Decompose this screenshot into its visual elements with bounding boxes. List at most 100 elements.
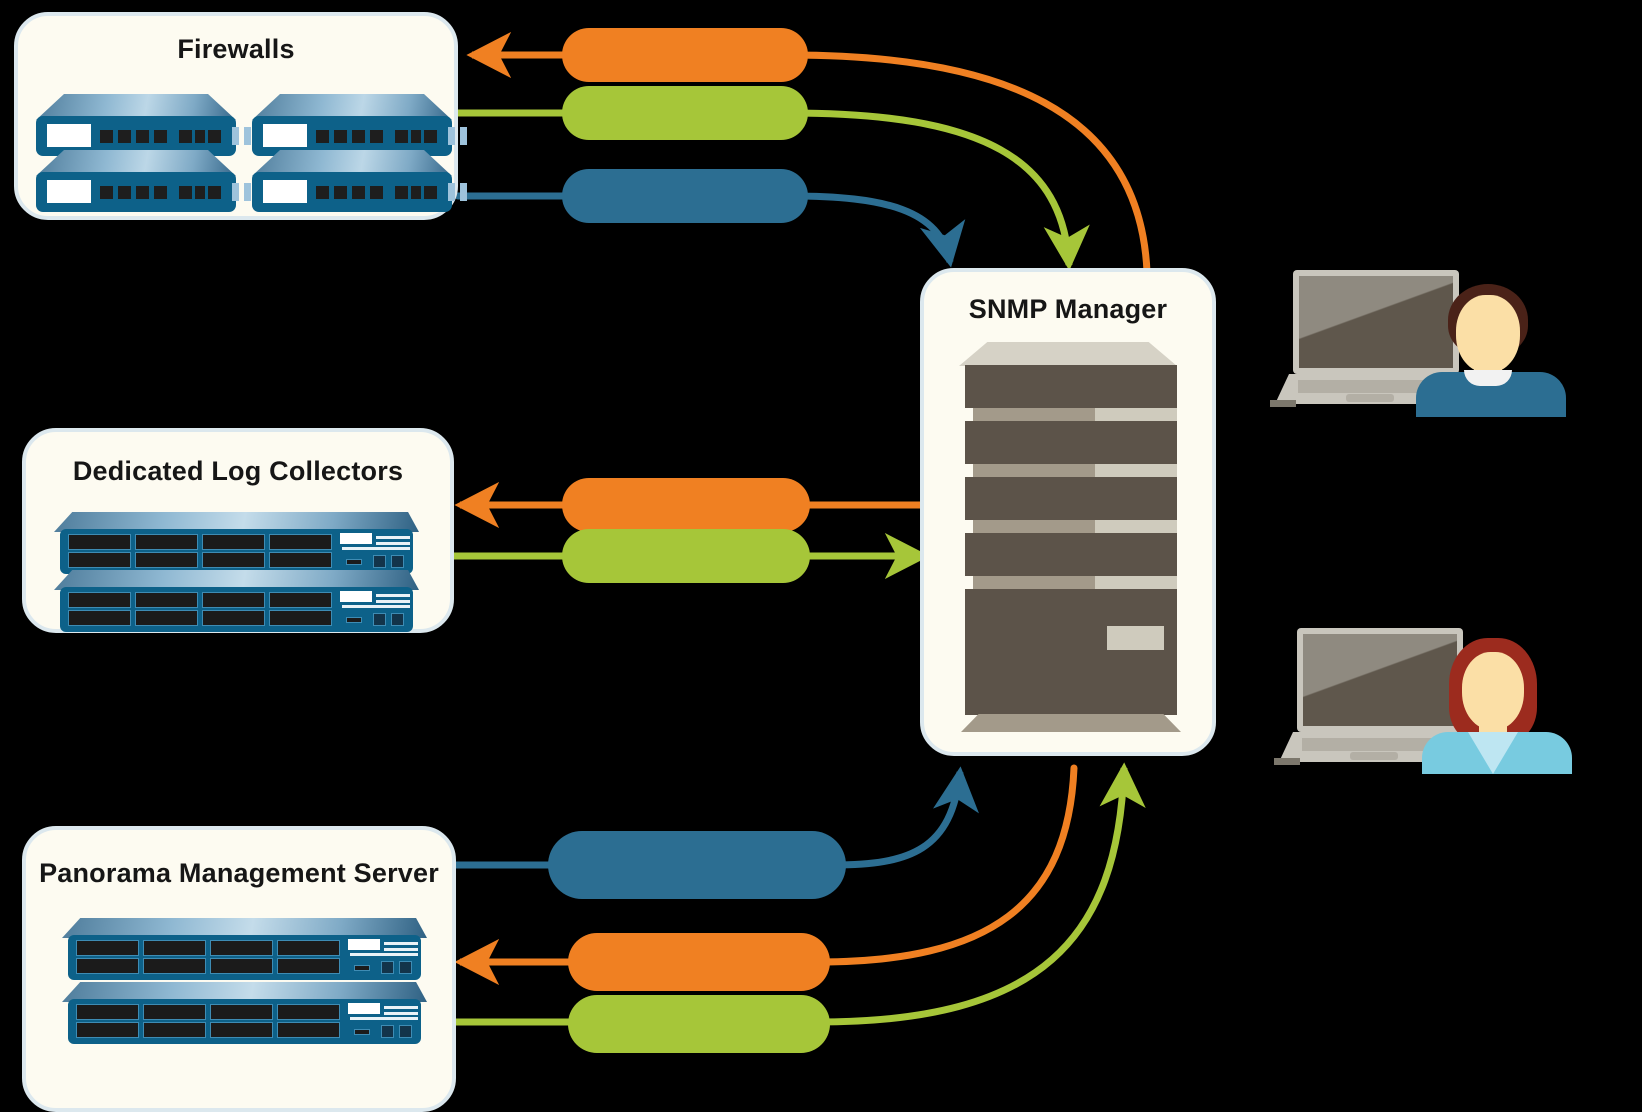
- appliance-port: [136, 130, 149, 143]
- panorama-appliance[interactable]: [62, 982, 427, 1044]
- appliance-body: [252, 116, 467, 156]
- pill-fw-blue[interactable]: [562, 169, 808, 223]
- firewall-appliance[interactable]: [252, 150, 467, 212]
- appliance-body: [36, 172, 251, 212]
- laptop-trackpad[interactable]: [1346, 394, 1394, 402]
- appliance-lid: [54, 512, 419, 532]
- appliance-lcd: [47, 180, 91, 203]
- appliance-slot: [202, 610, 265, 626]
- appliance-port: [100, 130, 113, 143]
- appliance-slot: [210, 940, 273, 956]
- link-fw-orange: [466, 31, 1151, 276]
- appliance-port: [352, 130, 365, 143]
- appliance-slot: [76, 958, 139, 974]
- appliance-port: [373, 613, 386, 626]
- appliance-lid: [252, 94, 452, 120]
- appliance-port: [179, 130, 192, 143]
- appliance-port: [208, 130, 221, 143]
- appliance-port: [195, 186, 205, 199]
- appliance-slot: [277, 1004, 340, 1020]
- laptop-keyboard[interactable]: [1302, 738, 1452, 751]
- appliance-port: [154, 186, 167, 199]
- pill-pan-orange[interactable]: [568, 933, 830, 991]
- appliance-trim: [350, 953, 418, 956]
- laptop-keyboard[interactable]: [1298, 380, 1448, 393]
- appliance-slot: [210, 1022, 273, 1038]
- pill-pan-blue[interactable]: [548, 831, 846, 899]
- panorama-appliance[interactable]: [62, 918, 427, 980]
- pill-dlc-orange[interactable]: [562, 478, 810, 532]
- appliance-led: [460, 183, 467, 201]
- appliance-body: [60, 587, 413, 632]
- group-panorama[interactable]: Panorama Management Server: [22, 826, 456, 1112]
- user-male[interactable]: [1270, 262, 1578, 417]
- server-badge: [1107, 626, 1164, 650]
- appliance-port: [316, 186, 329, 199]
- appliance-port: [118, 186, 131, 199]
- pill-dlc-green[interactable]: [562, 529, 810, 583]
- firewall-appliance[interactable]: [36, 150, 251, 212]
- appliance-trim: [342, 547, 410, 550]
- appliance-slot: [277, 940, 340, 956]
- appliance-slot: [68, 534, 131, 550]
- pill-fw-orange[interactable]: [562, 28, 808, 82]
- appliance-slot: [277, 1022, 340, 1038]
- appliance-port: [354, 1029, 370, 1035]
- appliance-slot: [68, 592, 131, 608]
- server-base-unit: [965, 589, 1177, 715]
- group-log-collectors[interactable]: Dedicated Log Collectors: [22, 428, 454, 633]
- appliance-slot: [210, 958, 273, 974]
- appliance-slot: [269, 534, 332, 550]
- group-panorama-title: Panorama Management Server: [39, 858, 439, 888]
- server-bay-strip: [973, 464, 1095, 477]
- appliance-port: [391, 555, 404, 568]
- appliance-led: [448, 127, 455, 145]
- appliance-trim: [384, 942, 418, 945]
- appliance-port: [352, 186, 365, 199]
- user-female[interactable]: [1274, 620, 1582, 774]
- appliance-port: [208, 186, 221, 199]
- firewall-appliance[interactable]: [36, 94, 251, 156]
- appliance-body: [36, 116, 251, 156]
- group-log-collectors-title: Dedicated Log Collectors: [72, 456, 404, 486]
- appliance-trim: [384, 1012, 418, 1015]
- appliance-body: [68, 999, 421, 1044]
- firewall-appliance[interactable]: [252, 94, 467, 156]
- appliance-port: [154, 130, 167, 143]
- server-bay: [965, 533, 1177, 576]
- appliance-lcd: [263, 124, 307, 147]
- appliance-slot: [135, 534, 198, 550]
- appliance-port: [100, 186, 113, 199]
- log-collector-appliance[interactable]: [54, 512, 419, 574]
- server-bay: [965, 421, 1177, 464]
- appliance-port: [346, 559, 362, 565]
- appliance-port: [118, 130, 131, 143]
- appliance-lid: [62, 918, 427, 938]
- pill-pan-green[interactable]: [568, 995, 830, 1053]
- appliance-port: [334, 186, 347, 199]
- appliance-trim: [384, 948, 418, 951]
- server-tower[interactable]: [959, 342, 1181, 732]
- group-snmp-manager[interactable]: SNMP Manager: [920, 268, 1216, 756]
- appliance-slot: [269, 552, 332, 568]
- pill-fw-green[interactable]: [562, 86, 808, 140]
- server-bay-strip: [973, 520, 1095, 533]
- appliance-lcd: [340, 533, 372, 544]
- appliance-slot: [202, 534, 265, 550]
- server-bay-strip: [1095, 576, 1177, 589]
- appliance-slot: [76, 1004, 139, 1020]
- appliance-port: [391, 613, 404, 626]
- appliance-trim: [384, 1006, 418, 1009]
- appliance-port: [424, 130, 437, 143]
- appliance-lid: [62, 982, 427, 1002]
- laptop-trackpad[interactable]: [1350, 752, 1398, 760]
- server-bay-strip: [973, 408, 1095, 421]
- laptop-foot: [1274, 758, 1300, 765]
- group-firewalls[interactable]: Firewalls: [14, 12, 467, 220]
- appliance-port: [424, 186, 437, 199]
- appliance-slot: [202, 552, 265, 568]
- log-collector-appliance[interactable]: [54, 570, 419, 632]
- appliance-trim: [342, 605, 410, 608]
- server-bay-strip: [973, 576, 1095, 589]
